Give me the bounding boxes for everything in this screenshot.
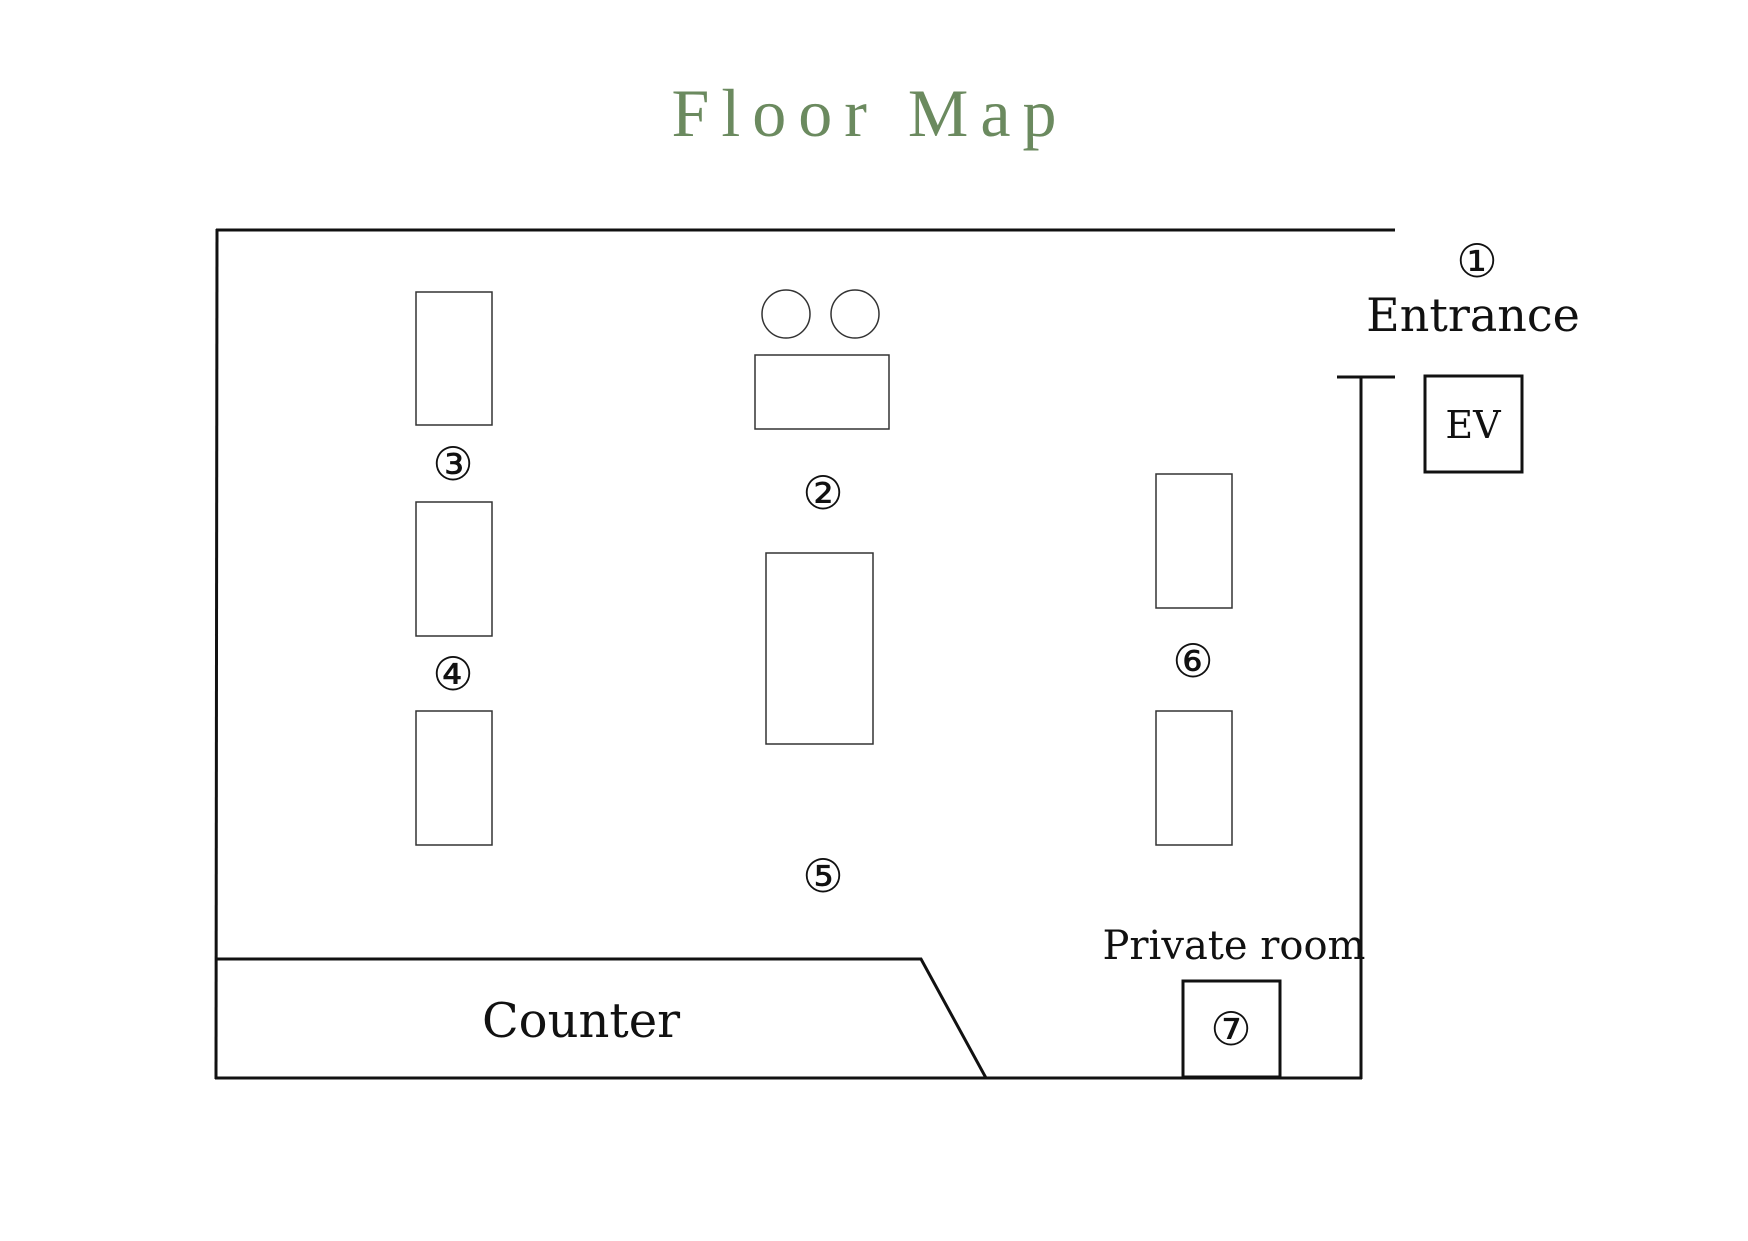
area-5-marker: ⑤ bbox=[802, 849, 843, 903]
tables bbox=[415, 289, 1233, 846]
entrance: ① Entrance bbox=[1366, 234, 1580, 342]
table-area-2-large bbox=[765, 552, 874, 745]
stool-right bbox=[830, 289, 880, 339]
area-6-marker: ⑥ bbox=[1172, 634, 1213, 688]
elevator-label: EV bbox=[1445, 403, 1501, 447]
area-3-marker: ③ bbox=[432, 437, 473, 491]
private-room-label: Private room bbox=[1103, 923, 1366, 969]
elevator-box bbox=[1423, 374, 1524, 474]
left-wall bbox=[214, 228, 219, 1080]
counter-outline bbox=[216, 957, 988, 1079]
page-title: Floor Map bbox=[672, 75, 1069, 151]
private-room: Private room ⑦ bbox=[1103, 923, 1366, 1079]
table-area-4-bottom bbox=[415, 710, 493, 846]
area-4-marker: ④ bbox=[432, 647, 473, 701]
table-area-3-4 bbox=[415, 501, 493, 637]
counter: Counter bbox=[216, 957, 988, 1079]
entrance-number: ① bbox=[1456, 234, 1497, 288]
table-area-6-top bbox=[1155, 473, 1233, 609]
table-area-2-small bbox=[754, 354, 890, 430]
table-area-3-top bbox=[415, 291, 493, 426]
counter-label: Counter bbox=[482, 993, 680, 1049]
area-2-marker: ② bbox=[802, 466, 843, 520]
private-room-box bbox=[1181, 979, 1282, 1079]
walls bbox=[214, 228, 1395, 1080]
entrance-label: Entrance bbox=[1366, 288, 1580, 342]
table-area-6-bottom bbox=[1155, 710, 1233, 846]
area-7-marker: ⑦ bbox=[1210, 1002, 1251, 1056]
elevator: EV bbox=[1423, 374, 1524, 474]
stool-left bbox=[761, 289, 811, 339]
